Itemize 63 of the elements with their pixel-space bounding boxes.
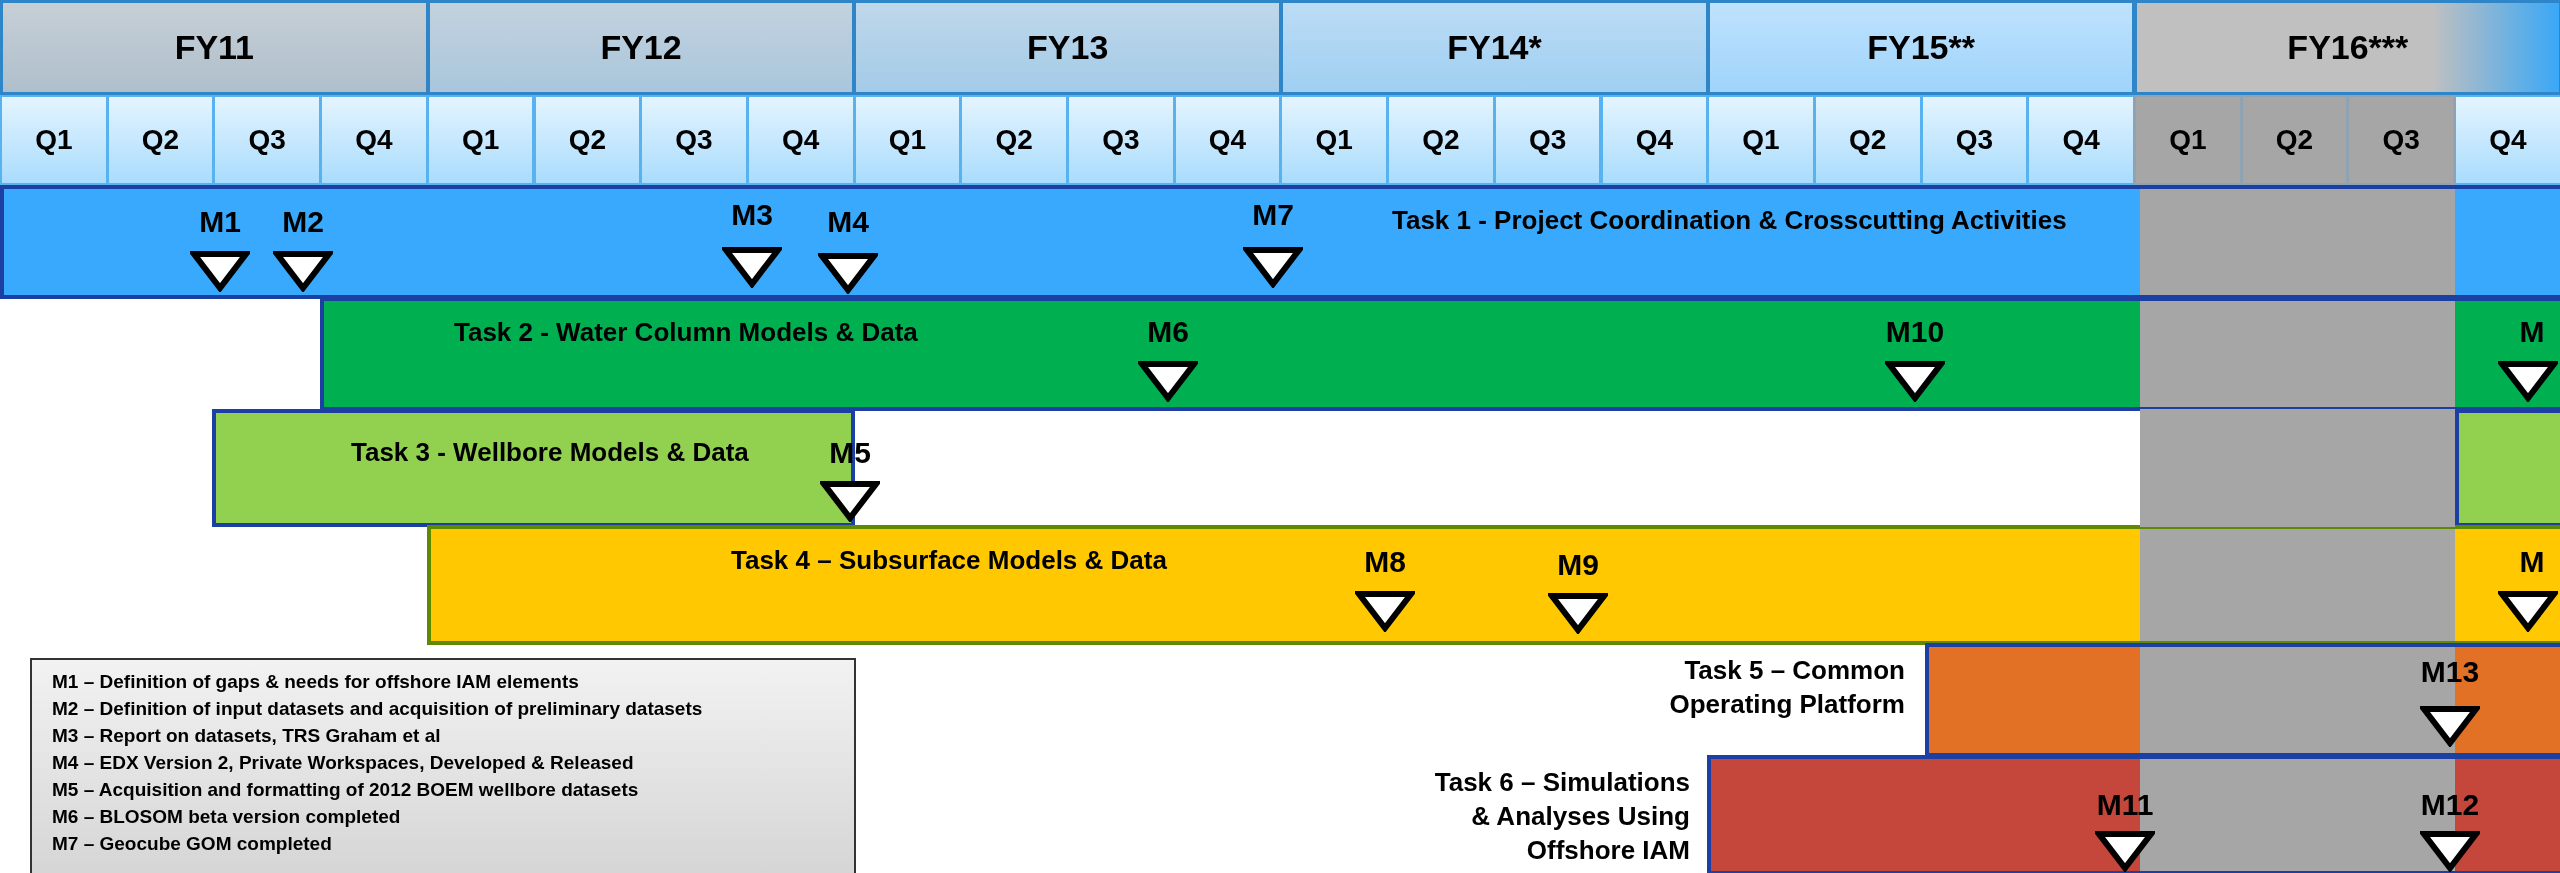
milestone-label: M4 — [827, 205, 869, 239]
task-title: Task 6 – Simulations & Analyses Using Offshore IAM — [1433, 766, 1690, 867]
milestone-label: M — [2519, 315, 2545, 349]
task-title: Task 4 – Subsurface Models & Data — [731, 545, 1167, 576]
quarter-header: Q4 — [1173, 95, 1282, 185]
legend-entry: M1 – Definition of gaps & needs for offshore IAM elements — [52, 670, 580, 694]
quarter-header: Q4 — [2454, 95, 2560, 185]
quarter-header: Q1 — [1707, 95, 1815, 185]
fiscal-year-header: FY13 — [853, 0, 1283, 95]
quarter-header: Q1 — [853, 95, 962, 185]
fiscal-year-header: FY16*** — [2133, 0, 2560, 95]
task-bar — [320, 297, 2560, 411]
quarter-header: Q2 — [533, 95, 642, 185]
milestone-label: M10 — [1885, 315, 1945, 349]
milestone-label: M7 — [1252, 198, 1294, 232]
milestone-label: M9 — [1557, 548, 1599, 582]
quarter-header: Q2 — [106, 95, 215, 185]
quarter-header: Q3 — [213, 95, 322, 185]
legend-entry: M2 – Definition of input datasets and acquisition of preliminary datasets — [52, 697, 704, 721]
task-bar — [0, 185, 2560, 299]
task-bar — [1925, 643, 2560, 757]
legend-entry: M7 – Geocube GOM completed — [52, 832, 333, 856]
quarter-header: Q3 — [1067, 95, 1175, 185]
milestone-label: M2 — [282, 205, 324, 239]
quarter-header: Q2 — [1387, 95, 1495, 185]
quarter-header: Q4 — [320, 95, 428, 185]
quarter-header: Q2 — [1813, 95, 1922, 185]
task-title: Task 3 - Wellbore Models & Data — [351, 437, 749, 468]
legend-panel — [30, 658, 856, 873]
fiscal-year-header: FY12 — [426, 0, 856, 95]
fiscal-year-header: FY14* — [1280, 0, 1709, 95]
quarter-header: Q4 — [1600, 95, 1709, 185]
task-bar — [427, 525, 2560, 645]
task-bar — [2455, 409, 2560, 527]
legend-entry: M5 – Acquisition and formatting of 2012 BOEM wellbore datasets — [52, 778, 640, 802]
fiscal-year-header: FY11 — [0, 0, 429, 95]
quarter-header: Q3 — [640, 95, 748, 185]
milestone-label: M11 — [2096, 788, 2154, 822]
quarter-header: Q1 — [426, 95, 535, 185]
milestone-label: M3 — [731, 198, 773, 232]
quarter-header: Q1 — [1280, 95, 1389, 185]
legend-entry: M6 – BLOSOM beta version completed — [52, 805, 402, 829]
legend-entry: M4 – EDX Version 2, Private Workspaces, Developed & Released — [52, 751, 635, 775]
quarter-header: Q1 — [2134, 95, 2242, 185]
milestone-label: M8 — [1364, 545, 1406, 579]
fiscal-year-header: FY15** — [1706, 0, 2136, 95]
task-title: Task 1 - Project Coordination & Crosscutting Activities — [1392, 205, 2067, 236]
quarter-header: Q3 — [1920, 95, 2029, 185]
task-title: Task 5 – Common Operating Platform — [1668, 654, 1905, 721]
quarter-header: Q3 — [2347, 95, 2456, 185]
milestone-label: M6 — [1147, 315, 1189, 349]
legend-entry: M3 – Report on datasets, TRS Graham et al — [52, 724, 442, 748]
task-bar — [1707, 755, 2560, 873]
quarter-header: Q3 — [1493, 95, 1602, 185]
task-title: Task 2 - Water Column Models & Data — [454, 317, 918, 348]
quarter-header: Q1 — [0, 95, 108, 185]
quarter-header: Q2 — [960, 95, 1068, 185]
quarter-header: Q4 — [746, 95, 855, 185]
quarter-header: Q4 — [2027, 95, 2135, 185]
milestone-label: M — [2519, 545, 2545, 579]
shaded-period — [2140, 409, 2455, 527]
milestone-label: M1 — [199, 205, 241, 239]
quarter-header: Q2 — [2240, 95, 2349, 185]
